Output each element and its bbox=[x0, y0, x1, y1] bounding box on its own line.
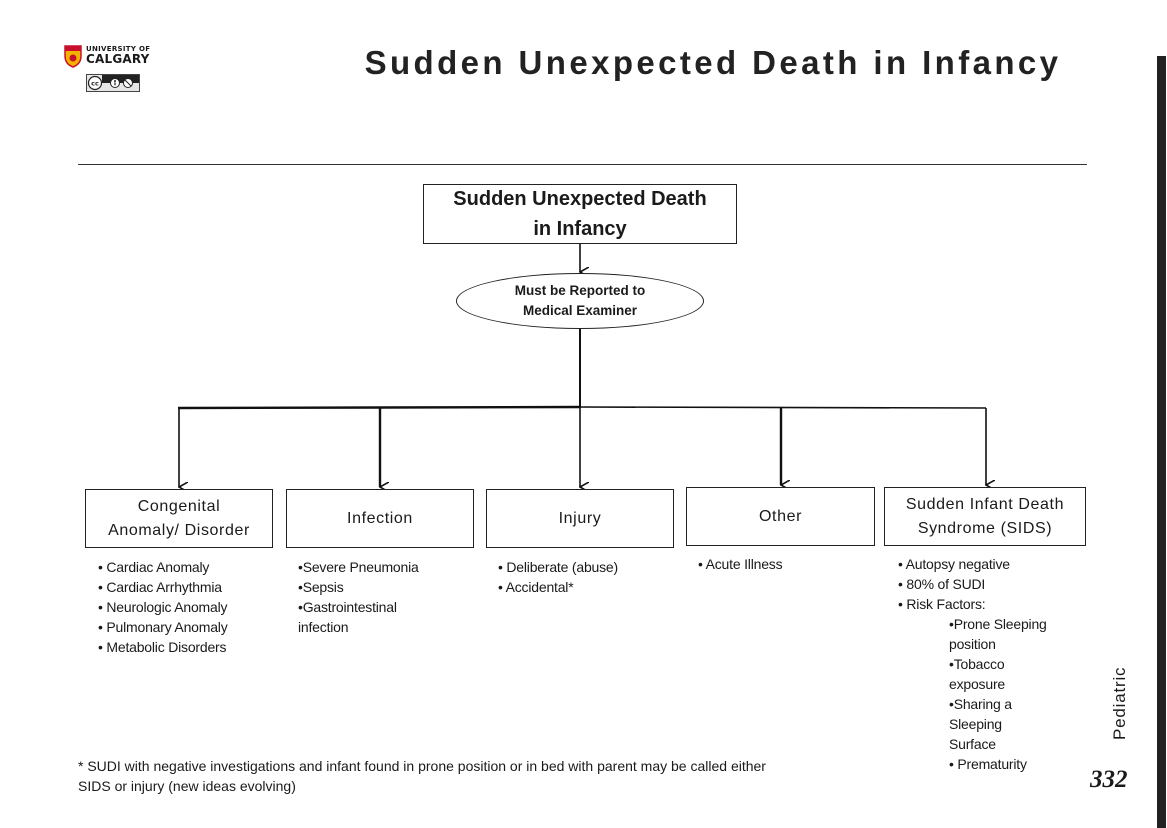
list-item: • Neurologic Anomaly bbox=[98, 599, 228, 615]
list-item: • Deliberate (abuse) bbox=[498, 559, 618, 575]
list-item: •Sepsis bbox=[298, 579, 344, 595]
list-item: • Cardiac Anomaly bbox=[98, 559, 210, 575]
category-label: Syndrome (SIDS) bbox=[917, 519, 1053, 537]
list-item: •Prone Sleeping bbox=[949, 616, 1047, 632]
category-label: Infection bbox=[347, 509, 413, 527]
list-sids-items: • Autopsy negative • 80% of SUDI • Risk … bbox=[898, 554, 1010, 614]
category-label: Sudden Infant Death bbox=[905, 495, 1065, 513]
list-item: •Gastrointestinal bbox=[298, 599, 397, 615]
category-congenital-anomaly: Congenital Anomaly/ Disorder bbox=[85, 489, 273, 548]
list-item: • Pulmonary Anomaly bbox=[98, 619, 228, 635]
list-injury-items: • Deliberate (abuse) • Accidental* bbox=[498, 557, 618, 597]
logo-university-text: UNIVERSITY OF bbox=[86, 45, 151, 53]
logo-calgary-text: CALGARY bbox=[86, 52, 150, 66]
category-label: Anomaly/ Disorder bbox=[108, 521, 250, 539]
list-item: • Acute Illness bbox=[698, 556, 783, 572]
footnote-line2: SIDS or injury (new ideas evolving) bbox=[78, 778, 296, 794]
page-title: Sudden Unexpected Death in Infancy bbox=[364, 44, 1062, 81]
category-injury: Injury bbox=[486, 489, 674, 548]
list-item: • Risk Factors: bbox=[898, 596, 986, 612]
category-label: Congenital bbox=[137, 497, 221, 515]
list-item: Sleeping bbox=[949, 716, 1002, 732]
list-item: • Autopsy negative bbox=[898, 556, 1010, 572]
list-infection-items: •Severe Pneumonia •Sepsis •Gastrointesti… bbox=[298, 557, 419, 637]
list-item: • Prematurity bbox=[949, 756, 1027, 772]
branch-bar-right bbox=[579, 406, 987, 409]
reported-to-examiner-node: Must be Reported to Medical Examiner bbox=[456, 273, 704, 329]
category-infection: Infection bbox=[286, 489, 474, 548]
footnote-line1: * SUDI with negative investigations and … bbox=[78, 758, 766, 774]
crest-icon bbox=[64, 45, 82, 68]
svg-text:cc: cc bbox=[91, 80, 99, 88]
root-node-line1: Sudden Unexpected Death bbox=[453, 188, 707, 210]
category-other: Other bbox=[686, 487, 875, 546]
list-other-items: • Acute Illness bbox=[698, 554, 783, 574]
category-sids: Sudden Infant Death Syndrome (SIDS) bbox=[884, 487, 1086, 546]
list-item: •Severe Pneumonia bbox=[298, 559, 419, 575]
list-item: •Tobacco bbox=[949, 656, 1005, 672]
list-item: Surface bbox=[949, 736, 996, 752]
root-node-sudi: Sudden Unexpected Death in Infancy bbox=[423, 184, 737, 244]
header-divider bbox=[78, 164, 1087, 165]
footnote: * SUDI with negative investigations and … bbox=[78, 756, 868, 796]
list-item: • Accidental* bbox=[498, 579, 574, 595]
list-item: position bbox=[949, 636, 996, 652]
list-sids-risk-factors: •Prone Sleeping position •Tobacco exposu… bbox=[949, 614, 1047, 774]
list-item: • Cardiac Arrhythmia bbox=[98, 579, 222, 595]
reported-node-line2: Medical Examiner bbox=[522, 303, 638, 318]
root-node-line2: in Infancy bbox=[533, 218, 627, 240]
section-label: Pediatric bbox=[1110, 666, 1129, 740]
page-number: 332 bbox=[1090, 766, 1128, 793]
list-item: infection bbox=[298, 619, 349, 635]
page-edge-bar bbox=[1157, 56, 1166, 828]
list-item: • Metabolic Disorders bbox=[98, 639, 227, 655]
list-congenital-items: • Cardiac Anomaly • Cardiac Arrhythmia •… bbox=[98, 557, 228, 657]
branch-bar-left bbox=[177, 405, 581, 410]
university-logo: UNIVERSITY OF CALGARY cc bbox=[64, 44, 154, 94]
category-label: Injury bbox=[558, 509, 602, 527]
list-item: exposure bbox=[949, 676, 1005, 692]
reported-node-line1: Must be Reported to bbox=[514, 283, 646, 298]
creative-commons-icon: cc bbox=[86, 74, 140, 92]
category-label: Other bbox=[758, 507, 802, 525]
list-item: •Sharing a bbox=[949, 696, 1012, 712]
list-item: • 80% of SUDI bbox=[898, 576, 986, 592]
